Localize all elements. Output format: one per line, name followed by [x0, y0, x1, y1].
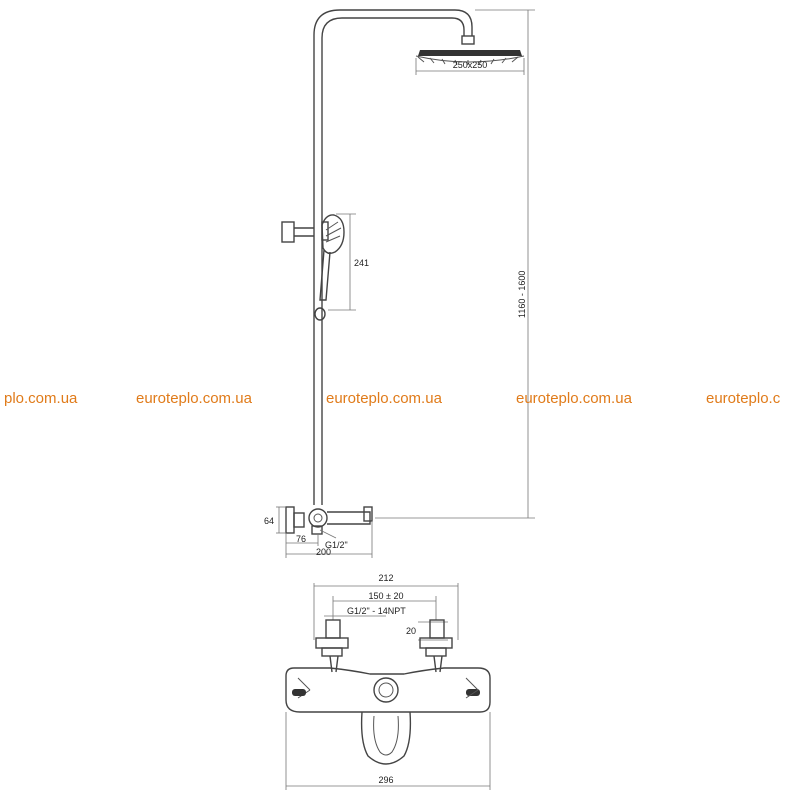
- dim-eccentric-depth: 20: [406, 621, 448, 641]
- dim-offsets: 76 200: [285, 521, 373, 558]
- label-head-size: 250x250: [453, 60, 488, 70]
- dim-center-spacing: 150 ± 20: [332, 591, 437, 620]
- label-width-bottom: 296: [378, 775, 393, 785]
- dim-width-top: 212: [313, 573, 459, 640]
- riser-pipe: [313, 9, 473, 505]
- watermark-row: plo.com.ua euroteplo.com.ua euroteplo.co…: [4, 390, 781, 407]
- side-view: 250x250 1160 - 1600 241: [264, 9, 535, 558]
- label-inlet-npt: G1/2" - 14NPT: [347, 606, 406, 616]
- mixer-body-front: [285, 667, 491, 765]
- label-wall-offset: 76: [296, 534, 306, 544]
- label-mixer-height: 64: [264, 516, 274, 526]
- label-width-top: 212: [378, 573, 393, 583]
- dim-width-bottom: 296: [285, 712, 491, 790]
- front-view: 212 150 ± 20 G1/2" - 14NPT 20: [285, 573, 491, 790]
- watermark-text: euroteplo.com.ua: [326, 390, 443, 407]
- rain-shower-head: [415, 35, 525, 66]
- label-center-spacing: 150 ± 20: [369, 591, 404, 601]
- label-eccentric-depth: 20: [406, 626, 416, 636]
- inlet-eccentrics: [315, 619, 453, 673]
- watermark-text: euroteplo.com.ua: [516, 390, 633, 407]
- mixer-side-view: [285, 506, 373, 535]
- thread-callout: G1/2": [319, 529, 348, 550]
- label-inlet-thread: G1/2": [325, 540, 348, 550]
- label-total-height: 1160 - 1600: [517, 271, 527, 318]
- dim-head-size: 250x250: [415, 58, 525, 75]
- label-hand-shower: 241: [354, 258, 369, 268]
- dim-total-height: 1160 - 1600: [375, 9, 535, 519]
- dim-inlet-npt: G1/2" - 14NPT: [324, 606, 406, 617]
- watermark-text: euroteplo.c: [706, 390, 781, 407]
- dim-hand-shower: 241: [328, 213, 369, 311]
- label-spout-reach: 200: [316, 547, 331, 557]
- hand-shower: [281, 214, 345, 321]
- watermark-text: plo.com.ua: [4, 390, 78, 407]
- watermark-text: euroteplo.com.ua: [136, 390, 253, 407]
- dim-mixer-height: 64: [264, 506, 286, 534]
